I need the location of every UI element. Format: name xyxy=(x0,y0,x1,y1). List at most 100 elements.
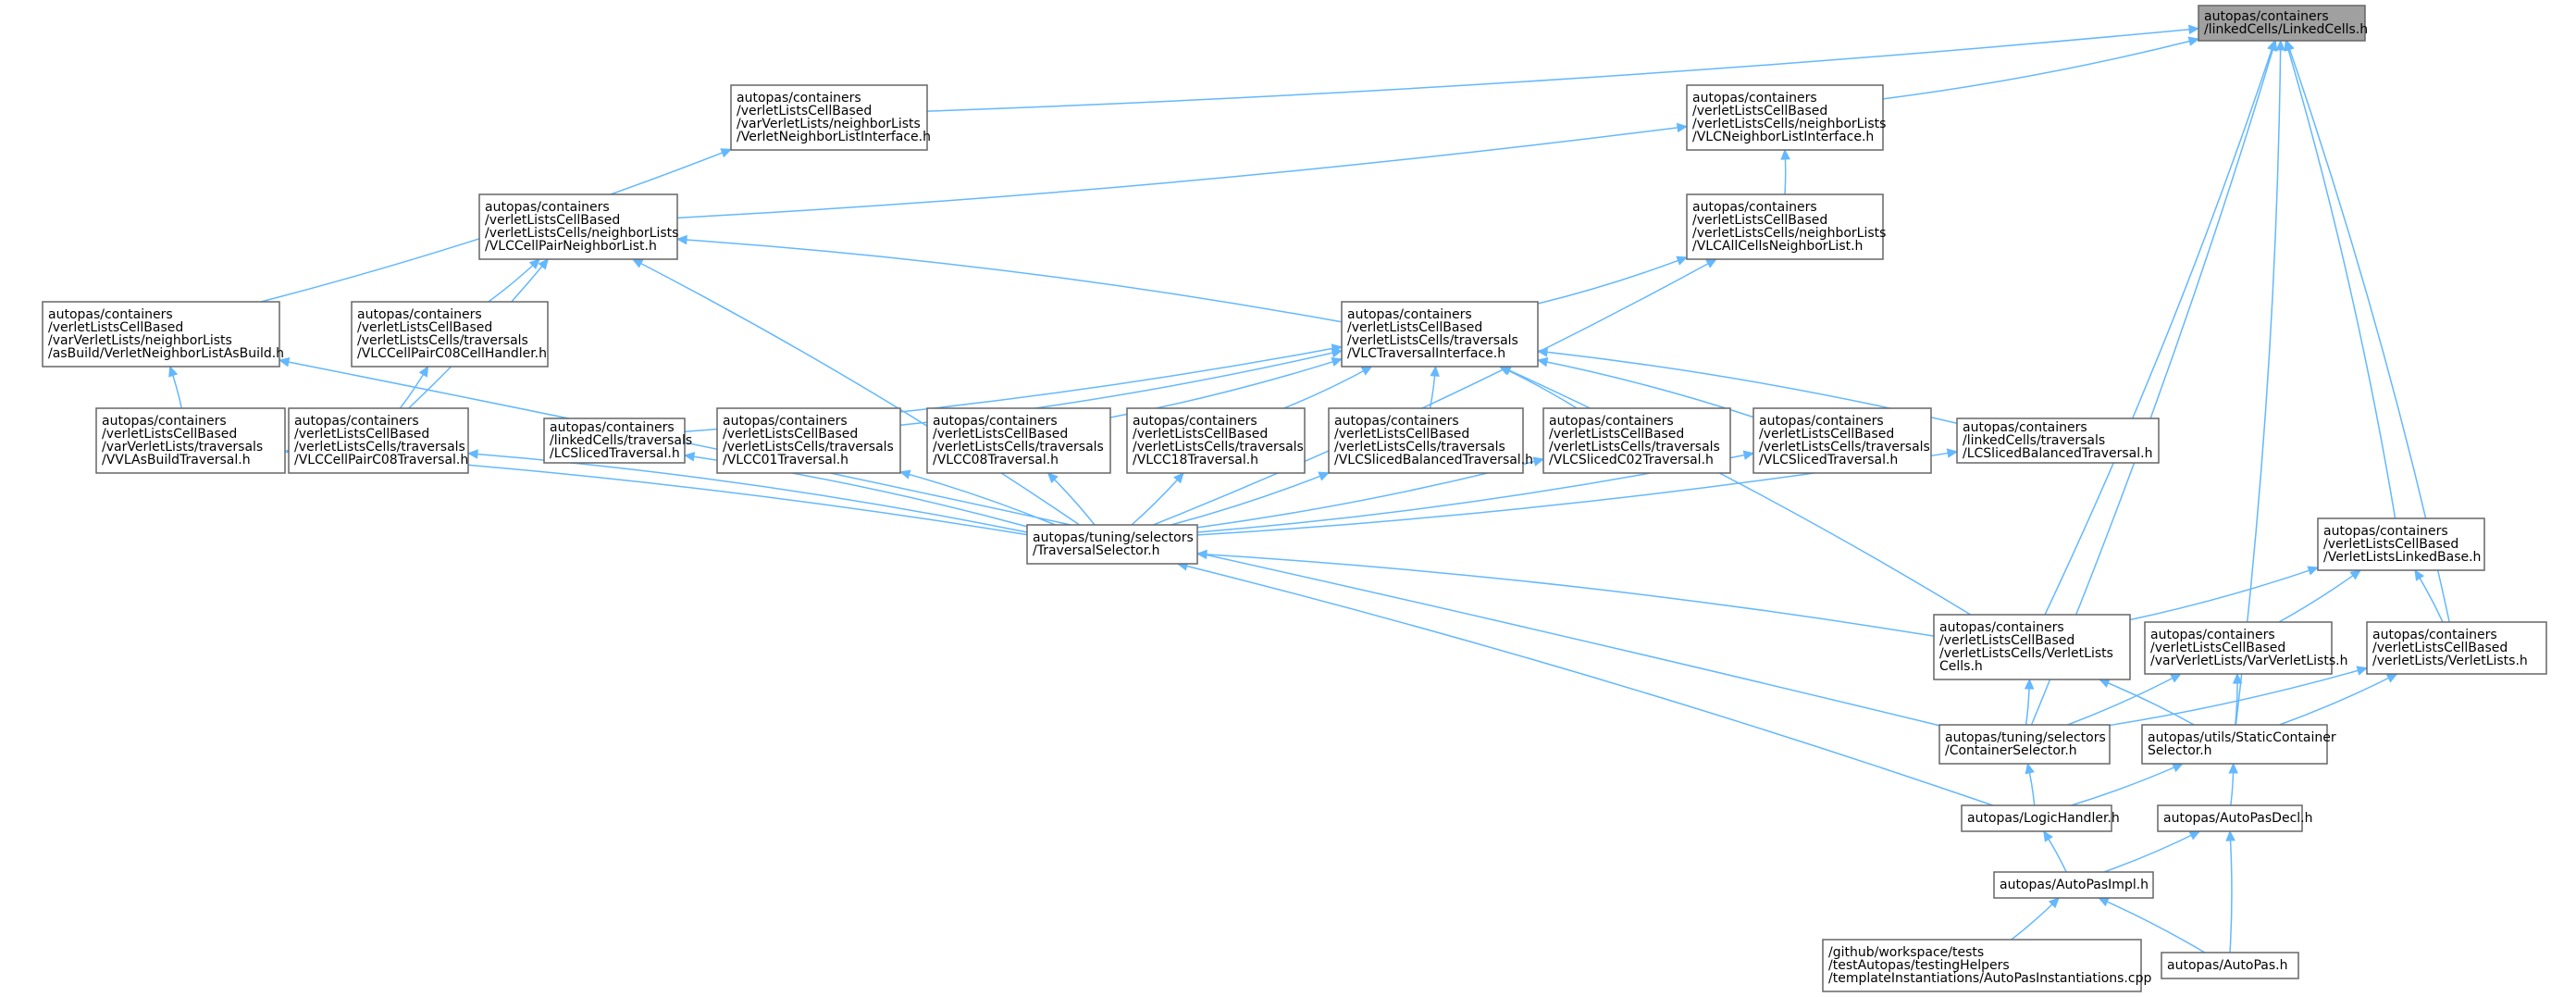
node-label-line: /testAutopas/testingHelpers xyxy=(1828,958,2010,973)
arrowhead xyxy=(1536,347,1549,357)
node-box xyxy=(1752,407,1932,474)
node-vlcC18[interactable]: autopas/containers/verletListsCellBased/… xyxy=(1126,407,1306,474)
node-label-line: autopas/containers xyxy=(1347,307,1472,322)
node-vlcC01[interactable]: autopas/containers/verletListsCellBased/… xyxy=(716,407,901,474)
node-vlcC08[interactable]: autopas/containers/verletListsCellBased/… xyxy=(926,407,1111,474)
node-label-line: autopas/tuning/selectors xyxy=(1945,730,2106,745)
arrowhead xyxy=(1676,122,1689,133)
node-impl[interactable]: autopas/AutoPasImpl.h xyxy=(1993,871,2154,899)
arrowhead xyxy=(2188,24,2200,35)
node-label-line: /verletListsCellBased xyxy=(357,320,492,335)
node-label-line: /verletListsCellBased xyxy=(48,320,183,335)
node-vlcSlicedBal[interactable]: autopas/containers/verletListsCellBased/… xyxy=(1328,407,1533,474)
node-label-line: /verletListsCellBased xyxy=(2372,641,2508,655)
node-label-line: /VerletListsLinkedBase.h xyxy=(2323,550,2481,565)
node-travSel[interactable]: autopas/tuning/selectors/TraversalSelect… xyxy=(1026,524,1198,565)
node-label-line: autopas/AutoPas.h xyxy=(2167,958,2288,973)
node-label-line: autopas/containers xyxy=(1133,414,1257,429)
node-label-line: /VLCCellPairNeighborList.h xyxy=(485,239,657,254)
node-box xyxy=(2144,621,2333,675)
node-root[interactable]: autopas/containers/linkedCells/LinkedCel… xyxy=(2198,5,2368,42)
node-contSel[interactable]: autopas/tuning/selectors/ContainerSelect… xyxy=(1938,724,2111,765)
node-varVerletLists[interactable]: autopas/containers/verletListsCellBased/… xyxy=(2144,621,2347,675)
node-label-line: /varVerletLists/neighborLists xyxy=(737,117,921,131)
node-lcSlicedBal[interactable]: autopas/containers/linkedCells/traversal… xyxy=(1956,417,2160,464)
node-label-line: autopas/containers xyxy=(1759,414,1884,429)
node-label-line: /verletListsCellBased xyxy=(2323,537,2458,552)
node-box xyxy=(1938,724,2111,765)
node-box xyxy=(1956,417,2160,464)
arrowhead xyxy=(720,148,733,158)
dependency-edge xyxy=(1153,258,1717,526)
node-box xyxy=(716,407,901,474)
node-varVerletIface[interactable]: autopas/containers/verletListsCellBased/… xyxy=(730,84,931,151)
node-vlcAllCells[interactable]: autopas/containers/verletListsCellBased/… xyxy=(1686,193,1886,260)
node-asBuild[interactable]: autopas/containers/verletListsCellBased/… xyxy=(42,301,284,368)
arrowhead xyxy=(1742,450,1755,460)
node-label-line: /verletListsCellBased xyxy=(102,427,237,442)
dependency-edge xyxy=(2099,679,2195,726)
node-box xyxy=(1328,407,1524,474)
node-label-line: autopas/containers xyxy=(2372,628,2497,642)
node-box xyxy=(42,301,280,368)
node-label-line: /VVLAsBuildTraversal.h xyxy=(102,453,251,467)
arrowhead xyxy=(538,258,550,270)
node-logic[interactable]: autopas/LogicHandler.h xyxy=(1961,804,2120,832)
node-verletLists[interactable]: autopas/containers/verletListsCellBased/… xyxy=(2366,621,2547,675)
node-label-line: autopas/containers xyxy=(485,200,610,215)
node-vlcSlicedC02[interactable]: autopas/containers/verletListsCellBased/… xyxy=(1542,407,1731,474)
node-box xyxy=(95,407,286,474)
node-inst[interactable]: /github/workspace/tests/testAutopas/test… xyxy=(1822,939,2151,992)
arrowhead xyxy=(1331,348,1344,358)
arrowhead xyxy=(2024,678,2035,690)
node-autopas[interactable]: autopas/AutoPas.h xyxy=(2161,952,2299,979)
arrowhead xyxy=(2232,672,2243,684)
arrowhead xyxy=(675,234,687,245)
arrowhead xyxy=(683,452,696,462)
node-label-line: autopas/containers xyxy=(2150,628,2275,642)
node-vvlAsBuild[interactable]: autopas/containers/verletListsCellBased/… xyxy=(95,407,286,474)
node-vlLinkedBase[interactable]: autopas/containers/verletListsCellBased/… xyxy=(2317,517,2485,571)
node-pairC08Handler[interactable]: autopas/containers/verletListsCellBased/… xyxy=(351,301,549,368)
node-label-line: /verletListsCells/traversals xyxy=(1334,440,1505,455)
dependency-edge xyxy=(1131,472,1184,526)
node-label-line: /verletListsCells/traversals xyxy=(933,440,1104,455)
dependency-edge xyxy=(1196,553,1935,637)
node-box xyxy=(1933,614,2131,680)
node-box xyxy=(1961,804,2112,832)
node-label-line: /VLCSlicedC02Traversal.h xyxy=(1549,453,1714,467)
node-label-line: /LCSlicedTraversal.h xyxy=(550,446,680,461)
node-label-line: autopas/AutoPasDecl.h xyxy=(2163,811,2312,826)
node-vlcNeighIface[interactable]: autopas/containers/verletListsCellBased/… xyxy=(1686,84,1886,151)
node-vlcCellPair[interactable]: autopas/containers/verletListsCellBased/… xyxy=(478,193,678,260)
dependency-edge xyxy=(676,125,1688,219)
node-label-line: autopas/containers xyxy=(737,91,861,106)
node-box xyxy=(1822,939,2142,992)
node-label-line: /verletListsCells/traversals xyxy=(723,440,894,455)
node-label-line: /github/workspace/tests xyxy=(1828,945,1984,960)
node-lcSliced[interactable]: autopas/containers/linkedCells/traversal… xyxy=(543,417,692,464)
node-label-line: /VLCNeighborListInterface.h xyxy=(1692,130,1874,144)
node-decl[interactable]: autopas/AutoPasDecl.h xyxy=(2157,804,2312,832)
node-label-line: /asBuild/VerletNeighborListAsBuild.h xyxy=(48,346,284,361)
node-label-line: /verletListsCellBased xyxy=(1939,633,2074,648)
dependency-edge xyxy=(899,471,1056,526)
node-vlcTravIface[interactable]: autopas/containers/verletListsCellBased/… xyxy=(1341,301,1539,368)
dependency-edge xyxy=(2098,897,2206,953)
arrowhead xyxy=(898,469,911,480)
node-label-line: /templateInstantiations/AutoPasInstantia… xyxy=(1828,971,2151,986)
node-label-line: /linkedCells/traversals xyxy=(550,433,692,448)
node-vlcSliced[interactable]: autopas/containers/verletListsCellBased/… xyxy=(1752,407,1932,474)
node-label-line: autopas/containers xyxy=(1549,414,1674,429)
node-label-line: /LCSlicedBalancedTraversal.h xyxy=(1963,446,2152,461)
node-label-line: /VLCC01Traversal.h xyxy=(723,453,848,467)
node-box xyxy=(926,407,1111,474)
dependency-edge xyxy=(1499,366,1578,409)
node-label-line: /verletListsCellBased xyxy=(1347,320,1482,335)
node-label-line: /VLCCellPairC08Traversal.h xyxy=(294,453,468,467)
node-pairC08Trav[interactable]: autopas/containers/verletListsCellBased/… xyxy=(288,407,469,474)
arrowhead xyxy=(2225,829,2235,841)
arrowhead xyxy=(1430,365,1440,377)
node-vlCells[interactable]: autopas/containers/verletListsCellBased/… xyxy=(1933,614,2131,680)
